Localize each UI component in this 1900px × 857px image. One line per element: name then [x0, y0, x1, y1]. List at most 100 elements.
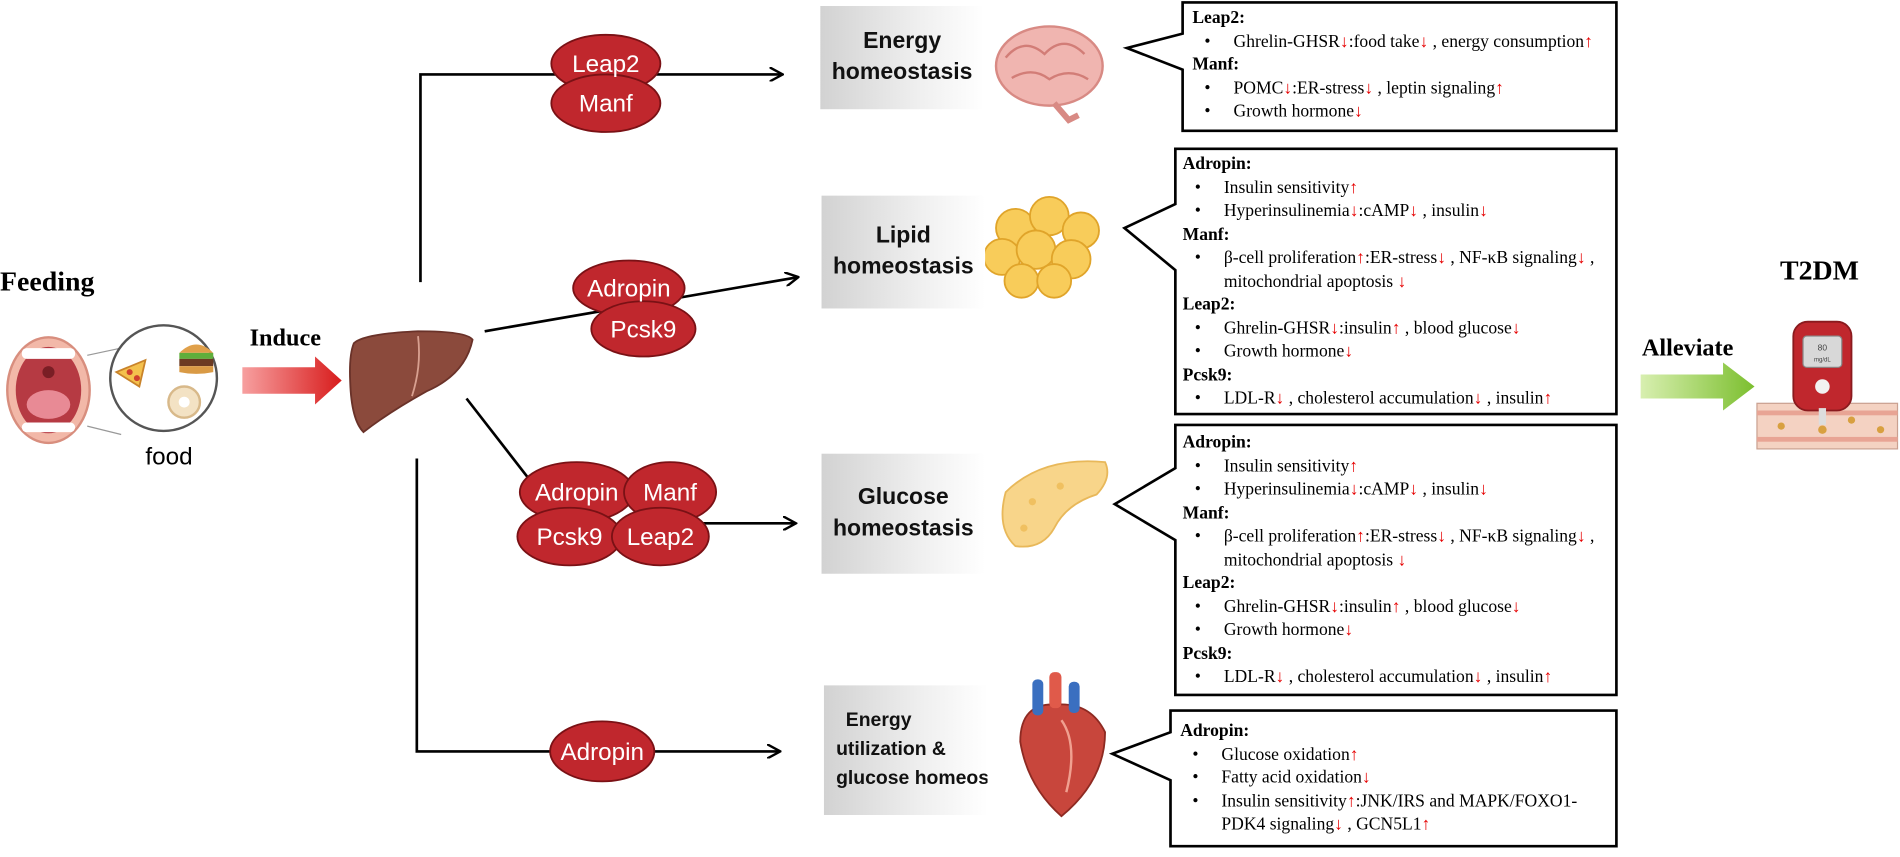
effect-text: :ER-stress	[1364, 526, 1438, 547]
effect-text: , NF-κB signaling	[1445, 526, 1577, 547]
decrease-arrow-icon: ↓	[1437, 526, 1446, 547]
decrease-arrow-icon: ↓	[1283, 78, 1293, 98]
heart-icon	[1019, 672, 1106, 818]
effect-text: Growth hormone	[1223, 342, 1345, 362]
decrease-arrow-icon: ↓	[1349, 201, 1359, 221]
decrease-arrow-icon: ↓	[1344, 620, 1354, 640]
lipid-homeostasis-box: Lipid homeostasis	[821, 195, 986, 309]
effect-text: Growth hormone	[1233, 102, 1355, 122]
utilization-line2: utilization &	[836, 739, 946, 760]
effect-item: LDL-R↓ , cholesterol accumulation↓ , ins…	[1183, 666, 1614, 689]
effect-text: , NF-κB signaling	[1445, 248, 1577, 268]
branch-lines	[415, 74, 797, 752]
increase-arrow-icon: ↑	[1356, 248, 1365, 268]
decrease-arrow-icon: ↓	[1364, 78, 1374, 98]
effect-text: β-cell proliferation	[1223, 526, 1357, 547]
brain-icon	[994, 25, 1104, 124]
effect-item: Glucose oxidation↑	[1180, 744, 1611, 767]
decrease-arrow-icon: ↓	[1334, 815, 1343, 835]
glucose-homeostasis-line1: Glucose	[857, 484, 949, 511]
effect-text: :cAMP	[1358, 201, 1410, 221]
effect-text: POMC	[1233, 78, 1284, 98]
effect-text: , energy consumption	[1428, 31, 1585, 52]
decrease-arrow-icon: ↓	[1576, 526, 1586, 547]
effect-text: ,	[1585, 526, 1595, 547]
increase-arrow-icon: ↑	[1421, 815, 1431, 835]
adropin-ellipse-utilization	[549, 720, 656, 783]
decrease-arrow-icon: ↓	[1409, 201, 1419, 221]
pcsk9-ellipse-lipid	[590, 300, 697, 358]
effect-text: , insulin	[1418, 201, 1480, 221]
glucose-effects-text: Adropin:Insulin sensitivity↑Hyperinsulin…	[1183, 432, 1614, 689]
decrease-arrow-icon: ↓	[1473, 667, 1483, 687]
effect-text: , leptin signaling	[1373, 78, 1496, 98]
effect-text: :cAMP	[1358, 480, 1410, 500]
effect-text: Insulin sensitivity	[1223, 178, 1350, 198]
branch-utilization-line	[415, 458, 779, 752]
pcsk9-label-lipid: Pcsk9	[610, 316, 676, 343]
decrease-arrow-icon: ↓	[1409, 480, 1419, 500]
effect-text: :insulin	[1339, 597, 1392, 617]
effect-continuation: mitochondrial apoptosis ↓	[1183, 549, 1614, 572]
decrease-arrow-icon: ↓	[1344, 342, 1354, 362]
effect-item: Ghrelin-GHSR↓:insulin↑ , blood glucose↓	[1183, 596, 1614, 619]
effect-text: Ghrelin-GHSR	[1233, 31, 1340, 52]
liver-icon	[349, 330, 474, 434]
effect-text: LDL-R	[1223, 388, 1276, 409]
section-heading: Pcsk9:	[1182, 365, 1233, 385]
effect-item: Insulin sensitivity↑	[1183, 456, 1614, 479]
increase-arrow-icon: ↑	[1584, 31, 1593, 52]
t2dm-label: T2DM	[1779, 255, 1859, 286]
protein-group-energy: Leap2 Manf	[550, 33, 662, 133]
effect-text: Growth hormone	[1223, 620, 1345, 640]
decrease-arrow-icon: ↓	[1349, 480, 1359, 500]
adropin-label-utilization: Adropin	[560, 739, 644, 766]
manf-ellipse-energy	[550, 73, 662, 133]
manf-label-glucose: Manf	[643, 480, 697, 507]
effect-text: , cholesterol accumulation	[1284, 388, 1474, 409]
effect-text: :insulin	[1339, 318, 1392, 338]
induce-label: Induce	[249, 325, 321, 352]
alleviate-label: Alleviate	[1641, 334, 1734, 362]
effect-item: Growth hormone↓	[1192, 101, 1611, 124]
effect-item: LDL-R↓ , cholesterol accumulation↓ , ins…	[1183, 388, 1614, 411]
effect-text: Insulin sensitivity	[1221, 791, 1347, 811]
decrease-arrow-icon: ↓	[1275, 667, 1285, 687]
leap2-ellipse-glucose	[610, 506, 710, 567]
increase-arrow-icon: ↑	[1356, 526, 1365, 547]
effect-text: Ghrelin-GHSR	[1223, 597, 1331, 617]
effect-item: POMC↓:ER-stress↓ , leptin signaling↑	[1192, 77, 1611, 100]
section-heading: Manf:	[1192, 55, 1240, 75]
decrease-arrow-icon: ↓	[1275, 388, 1285, 409]
effect-item: Insulin sensitivity↑:JNK/IRS and MAPK/FO…	[1180, 790, 1611, 813]
effect-continuation: mitochondrial apoptosis ↓	[1183, 271, 1614, 294]
increase-arrow-icon: ↑	[1543, 388, 1553, 409]
decrease-arrow-icon: ↓	[1330, 597, 1340, 617]
section-heading: Leap2:	[1182, 295, 1236, 315]
decrease-arrow-icon: ↓	[1479, 201, 1488, 221]
pancreas-icon	[1001, 460, 1109, 548]
effect-text: Hyperinsulinemia	[1223, 480, 1350, 500]
effect-item: Growth hormone↓	[1183, 619, 1614, 642]
energy-effects-text: Leap2:Ghrelin-GHSR↓:food take↓ , energy …	[1192, 7, 1611, 124]
effect-continuation: PDK4 signaling↓ , GCN5L1↑	[1180, 814, 1611, 837]
increase-arrow-icon: ↑	[1346, 791, 1356, 811]
effect-text: LDL-R	[1223, 667, 1276, 687]
effect-text: Insulin sensitivity	[1223, 456, 1350, 476]
manf-label-energy: Manf	[579, 91, 633, 118]
fat-cells-icon	[982, 195, 1100, 299]
decrease-arrow-icon: ↓	[1479, 480, 1488, 500]
effect-text: , blood glucose	[1400, 597, 1512, 617]
decrease-arrow-icon: ↓	[1419, 31, 1429, 52]
effect-text: , insulin	[1418, 480, 1480, 500]
effect-text: , insulin	[1482, 388, 1544, 409]
decrease-arrow-icon: ↓	[1354, 102, 1363, 122]
increase-arrow-icon: ↑	[1349, 456, 1359, 476]
effect-text: Fatty acid oxidation	[1221, 768, 1362, 788]
effect-text: :food take	[1348, 31, 1420, 52]
effect-item: Hyperinsulinemia↓:cAMP↓ , insulin↓	[1183, 200, 1614, 223]
effect-item: Ghrelin-GHSR↓:insulin↑ , blood glucose↓	[1183, 317, 1614, 340]
energy-homeostasis-line2: homeostasis	[831, 60, 973, 86]
effect-item: Insulin sensitivity↑	[1183, 177, 1614, 200]
